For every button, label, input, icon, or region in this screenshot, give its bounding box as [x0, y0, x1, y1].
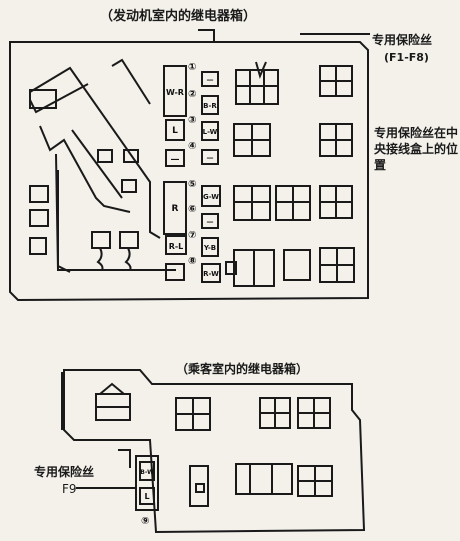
left-relay-2 [29, 209, 49, 227]
fuse-num-3: ③ [188, 115, 196, 126]
fuse-code-6: — [207, 218, 214, 226]
fuse-range-label: (F1-F8) [384, 51, 429, 64]
special-fuse-label: 专用保险丝 [372, 33, 433, 47]
fuse-code-8: R-W [203, 270, 219, 278]
block-r [163, 181, 187, 235]
fuse-cell-5 [201, 185, 221, 207]
fuse-f9-code-1: B-W [140, 469, 154, 476]
fuse-f9-code-2: L [144, 492, 149, 501]
passenger-box-title: （乘客室内的继电器箱） [176, 362, 309, 376]
fuse-code-5: G-W [203, 193, 219, 201]
fuse-cell-1 [201, 71, 219, 87]
fuse-code-4: — [207, 154, 214, 162]
junction-note: 专用保险丝在中央接线盒上的位置 [374, 126, 459, 172]
passenger-relay-4 [235, 463, 293, 495]
left-label-r: R [172, 204, 179, 214]
left-relay-1 [29, 185, 49, 203]
wiring-harness [29, 66, 161, 239]
fuse-code-7: Y-B [203, 244, 216, 252]
block-r-l [165, 235, 187, 255]
passenger-box-outline [63, 369, 366, 534]
fuse-code-3: L-W [203, 128, 218, 136]
fuse-num-4: ④ [188, 141, 196, 152]
block-w-r [163, 65, 187, 117]
fuse-cell-7 [201, 237, 219, 257]
block-bottom-left [165, 263, 185, 281]
left-relay-3 [29, 237, 47, 255]
fuse-cell-3 [201, 121, 219, 141]
fuse-code-1: — [207, 76, 214, 84]
fuse-num-2: ② [188, 89, 196, 100]
fuse-code-2: B-R [203, 102, 217, 110]
fuse-num-1: ① [188, 62, 196, 73]
left-label-w-r: W-R [166, 88, 184, 97]
block-l [165, 119, 185, 141]
fuse-cell-2 [201, 95, 219, 115]
fuse-num-7: ⑦ [188, 230, 196, 241]
engine-box-title: （发动机室内的继电器箱） [100, 9, 257, 24]
block-dash [165, 149, 185, 167]
fuse-numbers: ① ② ③ ④ ⑤ ⑥ ⑦ ⑧ [188, 62, 196, 267]
special-fuse-bottom-label: 专用保险丝 [34, 465, 95, 479]
left-label-r-l: R-L [169, 242, 184, 251]
left-label-dash: — [171, 155, 180, 165]
fuse-cell-4 [201, 149, 219, 165]
fuse-num-8: ⑧ [188, 256, 196, 267]
fuse-cell-6 [201, 213, 219, 229]
fuse-codes: — B-R L-W — G-W — Y-B R-W [203, 76, 220, 278]
fuse-f9-num: ⑨ [141, 516, 149, 527]
fuse-cell-8 [201, 263, 221, 283]
fuse-num-5: ⑤ [188, 179, 196, 190]
left-label-l: L [172, 126, 178, 136]
passenger-connector [189, 465, 209, 507]
fuse-f9-outline [135, 455, 159, 511]
fuse-num-6: ⑥ [188, 204, 196, 215]
fuse-f9-label: F9 [62, 482, 77, 496]
relay-bottom-mid [283, 249, 311, 281]
